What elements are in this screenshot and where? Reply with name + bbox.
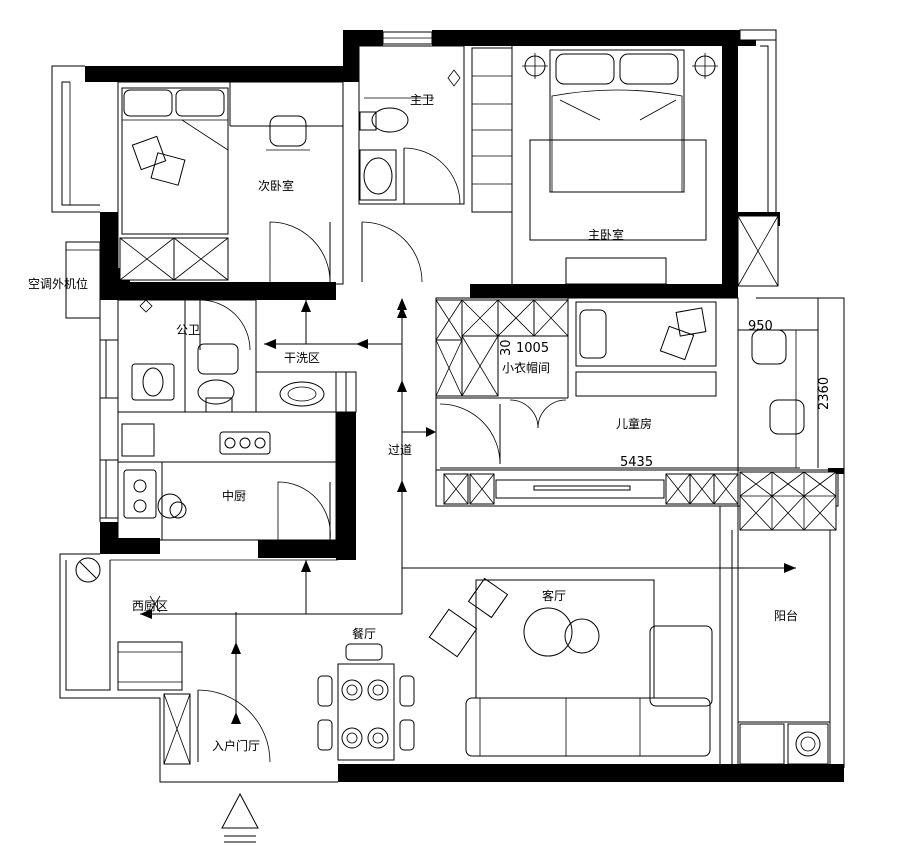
dim-5435: 5435 (620, 455, 653, 470)
label-western-kitchen: 西厨区 (132, 599, 168, 613)
label-corridor: 过道 (388, 443, 412, 457)
cabinets (119, 47, 837, 765)
label-living: 客厅 (542, 588, 566, 603)
doors (197, 147, 567, 763)
label-master-bedroom: 主卧室 (588, 227, 624, 242)
dim-1005: 1005 (516, 341, 549, 356)
room-labels: 次卧室 主卧室 主卫 空调外机位 公卫 干洗区 小衣帽间 儿童房 过道 中厨 西… (28, 93, 798, 753)
furniture (65, 49, 829, 765)
label-dining: 餐厅 (352, 626, 376, 641)
dim-950: 950 (748, 319, 773, 334)
label-entrance: 入户门厅 (212, 738, 260, 753)
label-ac-unit: 空调外机位 (28, 276, 88, 291)
entrance-marker (221, 792, 259, 843)
label-master-bath: 主卫 (410, 93, 434, 107)
dimension-lines (440, 298, 819, 469)
outlines (51, 39, 845, 783)
label-children-room: 儿童房 (616, 416, 652, 431)
dim-2360: 2360 (817, 377, 832, 410)
circulation-arrows (140, 298, 796, 724)
label-chinese-kitchen: 中厨 (222, 488, 246, 503)
dim-30: 30 (499, 339, 514, 356)
windows (382, 29, 777, 45)
label-cloakroom: 小衣帽间 (502, 360, 550, 375)
label-balcony: 阳台 (774, 608, 798, 623)
label-public-bath: 公卫 (176, 323, 200, 337)
label-dry-wash: 干洗区 (284, 351, 320, 365)
label-second-bedroom: 次卧室 (258, 178, 294, 193)
dimension-labels: 950 1005 30 5435 2360 (499, 319, 832, 470)
